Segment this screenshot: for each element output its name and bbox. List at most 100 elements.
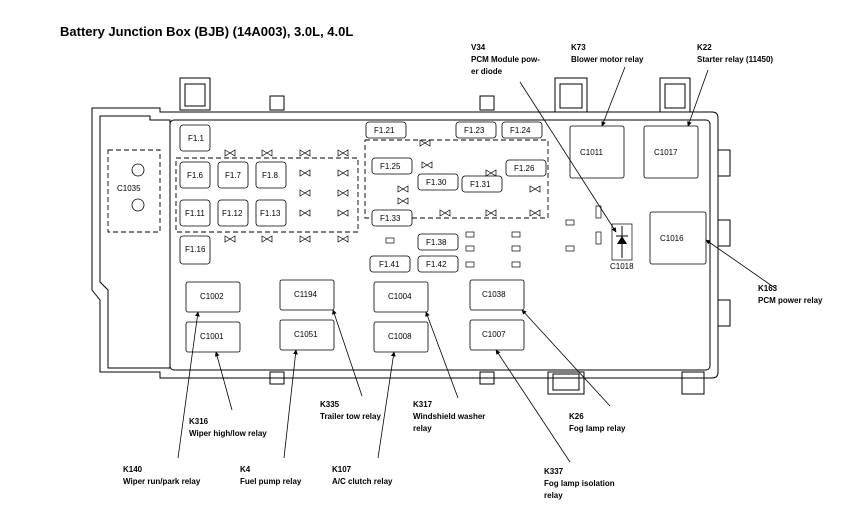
- fuse-f1-12: F1.12: [217, 199, 249, 227]
- fuse-f1-42: F1.42: [417, 255, 459, 273]
- fuse-label: F1.16: [185, 245, 206, 254]
- relay-label: C1002: [200, 292, 224, 301]
- leader-k4: [283, 349, 298, 459]
- fuse-f1-16: F1.16: [179, 235, 211, 265]
- fuse-label: F1.30: [426, 178, 447, 187]
- fuse-f1-11: F1.11: [179, 199, 211, 227]
- c1035-region: C1035: [107, 149, 161, 233]
- callout-k337: K337 Fog lamp isolation relay: [544, 467, 615, 500]
- callout-description: Fog lamp relay: [569, 424, 626, 433]
- callout-description-cont: relay: [544, 491, 563, 500]
- callout-description: Blower motor relay: [571, 55, 644, 64]
- callout-description: Trailer tow relay: [320, 412, 381, 421]
- fuse-label: F1.42: [426, 260, 447, 269]
- callout-description: Fuel pump relay: [240, 477, 302, 486]
- leader-k317: [425, 311, 459, 399]
- fuse-f1-23: F1.23: [455, 121, 497, 139]
- callout-description-cont: relay: [413, 424, 432, 433]
- relay-c1051: C1051: [279, 319, 335, 351]
- callout-k163: K163 PCM power relay: [758, 284, 823, 305]
- relay-label: C1007: [482, 330, 506, 339]
- fuse-label: F1.31: [470, 180, 491, 189]
- connector-c1018-label: C1018: [610, 262, 634, 271]
- relay-label: C1017: [654, 148, 678, 157]
- fuse-f1-13: F1.13: [255, 199, 287, 227]
- fuse-label: F1.25: [380, 162, 401, 171]
- fuse-terminals: [224, 139, 541, 243]
- leader-k73: [601, 66, 626, 127]
- callout-k22: K22 Starter relay (11450): [697, 43, 773, 64]
- callout-k316: K316 Wiper high/low relay: [189, 417, 267, 438]
- fuse-label: F1.26: [514, 164, 535, 173]
- fuse-f1-30: F1.30: [417, 173, 459, 191]
- callout-k4: K4 Fuel pump relay: [240, 465, 302, 486]
- callout-description: Fog lamp isolation: [544, 479, 615, 488]
- fuse-f1-1: F1.1: [179, 124, 211, 152]
- terminal-pads: [385, 205, 602, 268]
- leader-k22: [687, 69, 709, 127]
- fuse-label: F1.11: [185, 209, 205, 218]
- fuse-group-left: [175, 157, 359, 233]
- fuse-label: F1.6: [187, 171, 204, 180]
- fuse-label: F1.12: [222, 209, 243, 218]
- fuse-f1-41: F1.41: [369, 255, 411, 273]
- relay-label: C1194: [294, 290, 318, 299]
- callout-k317: K317 Windshield washer relay: [413, 400, 485, 433]
- relay-label: C1016: [660, 234, 684, 243]
- relay-c1194: C1194: [279, 279, 335, 311]
- callout-description: PCM power relay: [758, 296, 823, 305]
- fuse-label: F1.13: [260, 209, 281, 218]
- leader-k107: [377, 351, 396, 459]
- fuse-f1-8: F1.8: [255, 161, 287, 189]
- fuse-f1-6: F1.6: [179, 161, 211, 189]
- relay-label: C1001: [200, 332, 224, 341]
- fuse-label: F1.21: [374, 126, 395, 135]
- connector-c1035-label: C1035: [117, 184, 141, 193]
- leader-lines: [177, 66, 776, 463]
- fuse-label: F1.24: [510, 126, 531, 135]
- relay-c1038: C1038: [469, 279, 525, 311]
- fuse-label: F1.1: [188, 134, 205, 143]
- leader-v34: [519, 81, 617, 233]
- callout-v34: V34 PCM Module pow- er diode: [471, 43, 540, 76]
- relay-c1007: C1007: [469, 319, 525, 351]
- callout-k107: K107 A/C clutch relay: [332, 465, 393, 486]
- c1018-diode: C1018: [610, 223, 634, 271]
- callout-description: A/C clutch relay: [332, 477, 393, 486]
- leader-k337: [495, 349, 571, 463]
- fuse-label: F1.23: [464, 126, 485, 135]
- callout-code: K316: [189, 417, 209, 426]
- fuse-f1-38: F1.38: [417, 233, 459, 251]
- relay-c1017: C1017: [643, 125, 699, 179]
- callout-description: Wiper high/low relay: [189, 429, 267, 438]
- relay-c1016: C1016: [649, 211, 707, 265]
- callout-code: K107: [332, 465, 352, 474]
- fuse-f1-25: F1.25: [371, 157, 413, 175]
- relay-c1004: C1004: [373, 281, 429, 313]
- callout-k73: K73 Blower motor relay: [571, 43, 644, 64]
- fuse-f1-7: F1.7: [217, 161, 249, 189]
- fuse-label: F1.8: [262, 171, 279, 180]
- fuse-f1-26: F1.26: [505, 159, 547, 177]
- leader-k335: [332, 309, 363, 397]
- callout-code: V34: [471, 43, 486, 52]
- fuse-label: F1.38: [426, 238, 447, 247]
- leader-k140: [177, 311, 200, 459]
- fuse-f1-21: F1.21: [365, 121, 407, 139]
- housing-outline: [91, 77, 731, 395]
- fuse-label: F1.33: [380, 214, 401, 223]
- callout-code: K317: [413, 400, 433, 409]
- callout-k140: K140 Wiper run/park relay: [123, 465, 201, 486]
- callout-k26: K26 Fog lamp relay: [569, 412, 626, 433]
- leader-k26: [521, 309, 611, 407]
- leader-k316: [214, 351, 233, 411]
- leader-k163: [705, 239, 776, 289]
- callout-description-cont: er diode: [471, 67, 503, 76]
- relay-label: C1008: [388, 332, 412, 341]
- callout-code: K337: [544, 467, 564, 476]
- relay-c1008: C1008: [373, 321, 429, 353]
- relay-label: C1038: [482, 290, 506, 299]
- relay-label: C1051: [294, 330, 318, 339]
- relay-label: C1004: [388, 292, 412, 301]
